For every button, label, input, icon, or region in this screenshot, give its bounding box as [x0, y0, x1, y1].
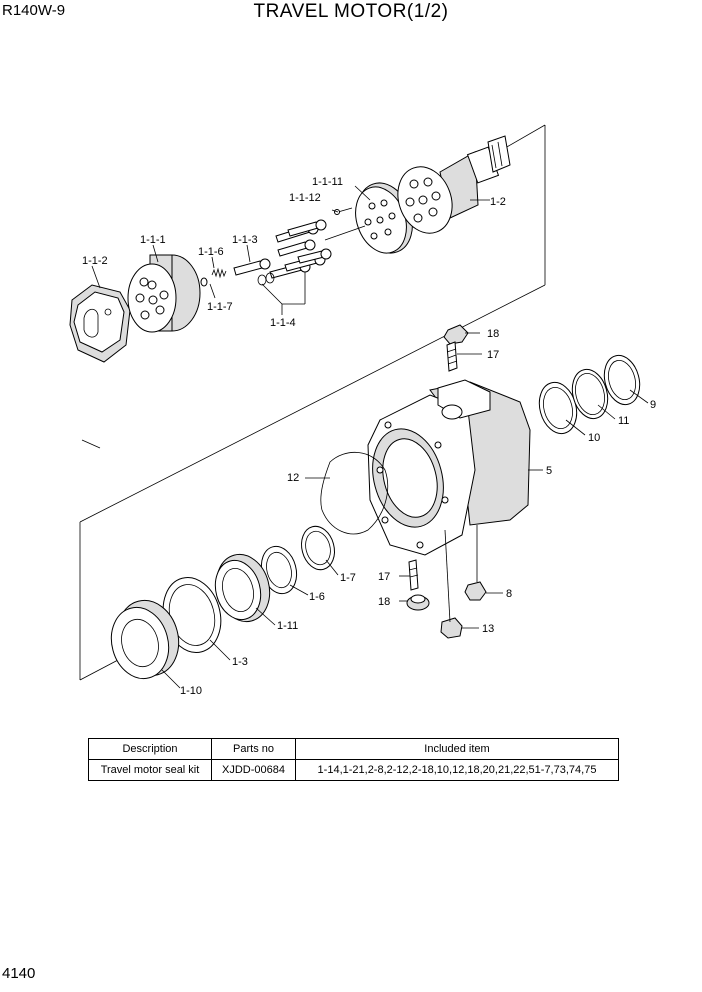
callout-1-1-11: 1-1-11 — [312, 176, 343, 188]
part-13-plug[interactable] — [440, 617, 463, 639]
table-row: Travel motor seal kit XJDD-00684 1-14,1-… — [88, 759, 619, 781]
callout-1-1-1: 1-1-1 — [140, 234, 166, 246]
kit-description: Travel motor seal kit — [88, 759, 212, 781]
part-18-plug-top[interactable] — [443, 324, 469, 345]
callout-1-6: 1-6 — [309, 591, 325, 603]
part-1-7-ring[interactable] — [297, 523, 339, 574]
part-1-1-12-pin[interactable] — [334, 207, 353, 215]
part-18-plug-bottom[interactable] — [406, 594, 430, 611]
kit-parts-no: XJDD-00684 — [211, 759, 296, 781]
callout-1-2: 1-2 — [490, 196, 506, 208]
header-parts-no: Parts no — [211, 738, 296, 760]
callout-5: 5 — [546, 465, 552, 477]
callout-1-1-12: 1-1-12 — [289, 192, 321, 204]
callout-1-1-4: 1-1-4 — [270, 317, 296, 329]
callout-1-7: 1-7 — [340, 572, 356, 584]
callout-11: 11 — [618, 415, 629, 427]
part-1-1-6-spring[interactable] — [200, 267, 227, 287]
header-included-item: Included item — [295, 738, 619, 760]
table-header-row: Description Parts no Included item — [88, 738, 619, 760]
callout-17-bottom: 17 — [378, 571, 390, 583]
callout-17-top: 17 — [487, 349, 499, 361]
callout-18-bottom: 18 — [378, 596, 390, 608]
part-11-ring[interactable] — [567, 365, 613, 422]
part-1-1-3-pistons[interactable] — [233, 219, 327, 276]
part-1-2-drive-shaft[interactable] — [389, 135, 511, 241]
page-number: 4140 — [2, 965, 36, 982]
part-17-stud-top[interactable] — [446, 341, 458, 372]
callout-18-top: 18 — [487, 328, 499, 340]
callout-12: 12 — [287, 472, 299, 484]
part-1-1-1-cylinder-block[interactable] — [127, 254, 201, 333]
callout-1-11: 1-11 — [277, 620, 298, 632]
callout-1-10: 1-10 — [180, 685, 202, 697]
part-5-motor-housing[interactable] — [362, 379, 531, 556]
callout-1-1-2: 1-1-2 — [82, 255, 108, 267]
callout-1-3: 1-3 — [232, 656, 248, 668]
callout-8: 8 — [506, 588, 512, 600]
part-9-snap-ring[interactable] — [599, 351, 645, 408]
part-1-1-4-pistons[interactable] — [257, 248, 332, 286]
kit-included-items: 1-14,1-21,2-8,2-12,2-18,10,12,18,20,21,2… — [295, 759, 619, 781]
seal-kit-table: Description Parts no Included item Trave… — [88, 738, 619, 781]
callout-10: 10 — [588, 432, 600, 444]
header-description: Description — [88, 738, 212, 760]
model-number: R140W-9 — [2, 2, 66, 19]
page-title: TRAVEL MOTOR(1/2) — [253, 1, 449, 22]
callout-1-1-3: 1-1-3 — [232, 234, 258, 246]
part-1-11-bearing[interactable] — [209, 548, 277, 627]
callout-1-1-7: 1-1-7 — [207, 301, 233, 313]
assembly-frame — [79, 124, 546, 681]
part-1-10-bearing[interactable] — [104, 594, 187, 685]
leader-lines — [91, 185, 649, 689]
callout-labels: 1-1-2 1-1-1 1-1-6 1-1-3 1-1-7 1-1-4 1-1-… — [82, 176, 656, 697]
callout-9: 9 — [650, 399, 656, 411]
callout-1-1-6: 1-1-6 — [198, 246, 224, 258]
part-17-stud-bottom[interactable] — [408, 559, 419, 591]
part-8-plug[interactable] — [464, 581, 487, 601]
part-1-1-2-valve-plate[interactable] — [69, 284, 131, 363]
callout-13: 13 — [482, 623, 494, 635]
part-12-o-ring[interactable] — [320, 451, 389, 535]
